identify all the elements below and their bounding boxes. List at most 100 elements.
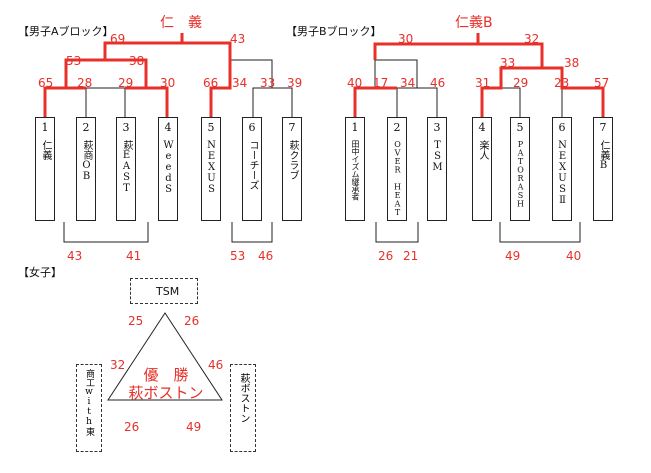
block-a-r1-score: 33 — [260, 76, 276, 90]
block-a-r1-score: 30 — [160, 76, 176, 90]
women-score-right-top: 46 — [208, 358, 224, 372]
block-b-r2-left — [374, 59, 418, 88]
women-triangle — [107, 312, 223, 401]
block-b-team-3: 3 TSM — [427, 117, 447, 221]
women-team-top-box: TSM — [130, 278, 198, 304]
block-b-final-score-right: 32 — [524, 32, 540, 46]
block-a-team-5: 5 NEXUS — [201, 117, 221, 221]
team-name: 田中イズム継承者 — [351, 140, 360, 200]
block-b-cons-score: 40 — [566, 249, 582, 263]
block-b-heading: 【男子Bブロック】 — [286, 25, 382, 38]
women-team-top: TSM — [156, 285, 180, 298]
team-name: TSM — [432, 140, 443, 173]
block-b-team-7: 7 仁義B — [593, 117, 613, 221]
block-a-r2-score-left: 53 — [66, 54, 82, 68]
block-a-r1-pair-23 — [85, 87, 126, 117]
team-number: 3 — [433, 121, 441, 134]
block-b-r1-pair-12 — [396, 87, 438, 117]
block-a-cons-right — [231, 222, 273, 243]
block-b-team-2: 2 OVER HEAT — [387, 117, 407, 221]
team-name: コーチーズ — [247, 140, 258, 190]
block-b-r1-score: 31 — [475, 76, 491, 90]
block-a-cons-score: 41 — [126, 249, 142, 263]
block-a-cons-score: 43 — [67, 249, 83, 263]
women-heading: 【女子】 — [18, 266, 62, 279]
block-b-cons-score: 49 — [505, 249, 521, 263]
block-a-r1-score: 29 — [118, 76, 134, 90]
block-b-final-score-left: 30 — [398, 32, 414, 46]
team-name: 萩商OB — [81, 140, 92, 182]
women-champion-label: 優 勝 — [143, 366, 189, 384]
team-name: WeedS — [163, 140, 174, 195]
block-b-r1-score: 29 — [513, 76, 529, 90]
women-team-left: 商工with東 — [84, 369, 94, 436]
team-name: OVER HEAT — [393, 140, 402, 217]
team-name: 萩クラブ — [287, 140, 298, 180]
block-b-r1-score: 17 — [373, 76, 389, 90]
team-name: 仁義 — [40, 140, 51, 160]
team-name: NEXUS — [206, 140, 217, 195]
block-b-team-1: 1 田中イズム継承者 — [345, 117, 365, 221]
block-b-r1-score: 40 — [347, 76, 363, 90]
block-a-r1-score: 39 — [287, 76, 303, 90]
team-number: 6 — [248, 121, 256, 134]
team-number: 6 — [558, 121, 566, 134]
block-a-r1-score: 28 — [77, 76, 93, 90]
team-number: 5 — [207, 121, 215, 134]
block-a-team-7: 7 萩クラブ — [282, 117, 302, 221]
block-b-team-5: 5 PATORASH — [510, 117, 530, 221]
block-b-cons-left — [375, 222, 419, 243]
block-a-team-6: 6 コーチーズ — [242, 117, 262, 221]
block-b-r1-score: 57 — [594, 76, 610, 90]
block-a-team-4: 4 WeedS — [158, 117, 178, 221]
block-b-team-6: 6 NEXUSⅡ — [552, 117, 572, 221]
women-champion-name: 萩ボストン — [128, 384, 204, 402]
block-a-final-score-left: 69 — [110, 32, 126, 46]
block-b-winner: 仁義B — [455, 15, 493, 31]
block-b-r2-score-right: 38 — [564, 56, 580, 70]
block-b-team-4: 4 楽人 — [472, 117, 492, 221]
team-name: 萩EAST — [121, 140, 132, 194]
block-a-final-score-right: 43 — [230, 32, 246, 46]
block-a-cons-left — [63, 222, 149, 243]
block-b-r1-score: 34 — [400, 76, 416, 90]
block-a-winner: 仁 義 — [160, 15, 202, 31]
team-number: 1 — [41, 121, 49, 134]
women-team-left-box: 商工with東 — [76, 364, 102, 452]
women-score-top-left: 25 — [128, 314, 144, 328]
block-a-r1-score: 66 — [203, 76, 219, 90]
block-b-cons-score: 26 — [378, 249, 394, 263]
team-number: 5 — [516, 121, 524, 134]
women-team-right: 萩ボストン — [238, 373, 249, 423]
block-a-r2-score-right: 38 — [129, 54, 145, 68]
team-number: 2 — [393, 121, 401, 134]
block-a-cons-score: 53 — [230, 249, 246, 263]
team-name: 楽人 — [477, 140, 488, 160]
team-number: 7 — [288, 121, 296, 134]
team-name: NEXUSⅡ — [557, 140, 568, 206]
women-score-bottom-right: 49 — [186, 420, 202, 434]
block-a-r1-pair-67 — [252, 87, 293, 117]
block-b-winner-path — [353, 33, 605, 117]
team-number: 1 — [351, 121, 359, 134]
block-b-r2-score-left: 33 — [500, 56, 516, 70]
team-number: 4 — [478, 121, 486, 134]
team-number: 7 — [599, 121, 607, 134]
block-a-team-1: 1 仁義 — [35, 117, 55, 221]
team-name: 仁義B — [598, 140, 609, 171]
block-a-cons-score: 46 — [258, 249, 274, 263]
block-b-r1-score: 46 — [430, 76, 446, 90]
block-b-r1-pair-45 — [482, 87, 521, 117]
block-a-team-3: 3 萩EAST — [116, 117, 136, 221]
block-b-cons-right — [499, 222, 581, 243]
block-a-team-2: 2 萩商OB — [76, 117, 96, 221]
team-number: 3 — [122, 121, 130, 134]
team-number: 4 — [164, 121, 172, 134]
women-score-bottom-left: 26 — [124, 420, 140, 434]
team-number: 2 — [82, 121, 90, 134]
women-score-left-top: 32 — [110, 358, 126, 372]
block-b-r1-score: 23 — [554, 76, 570, 90]
block-a-winner-path — [43, 33, 232, 117]
